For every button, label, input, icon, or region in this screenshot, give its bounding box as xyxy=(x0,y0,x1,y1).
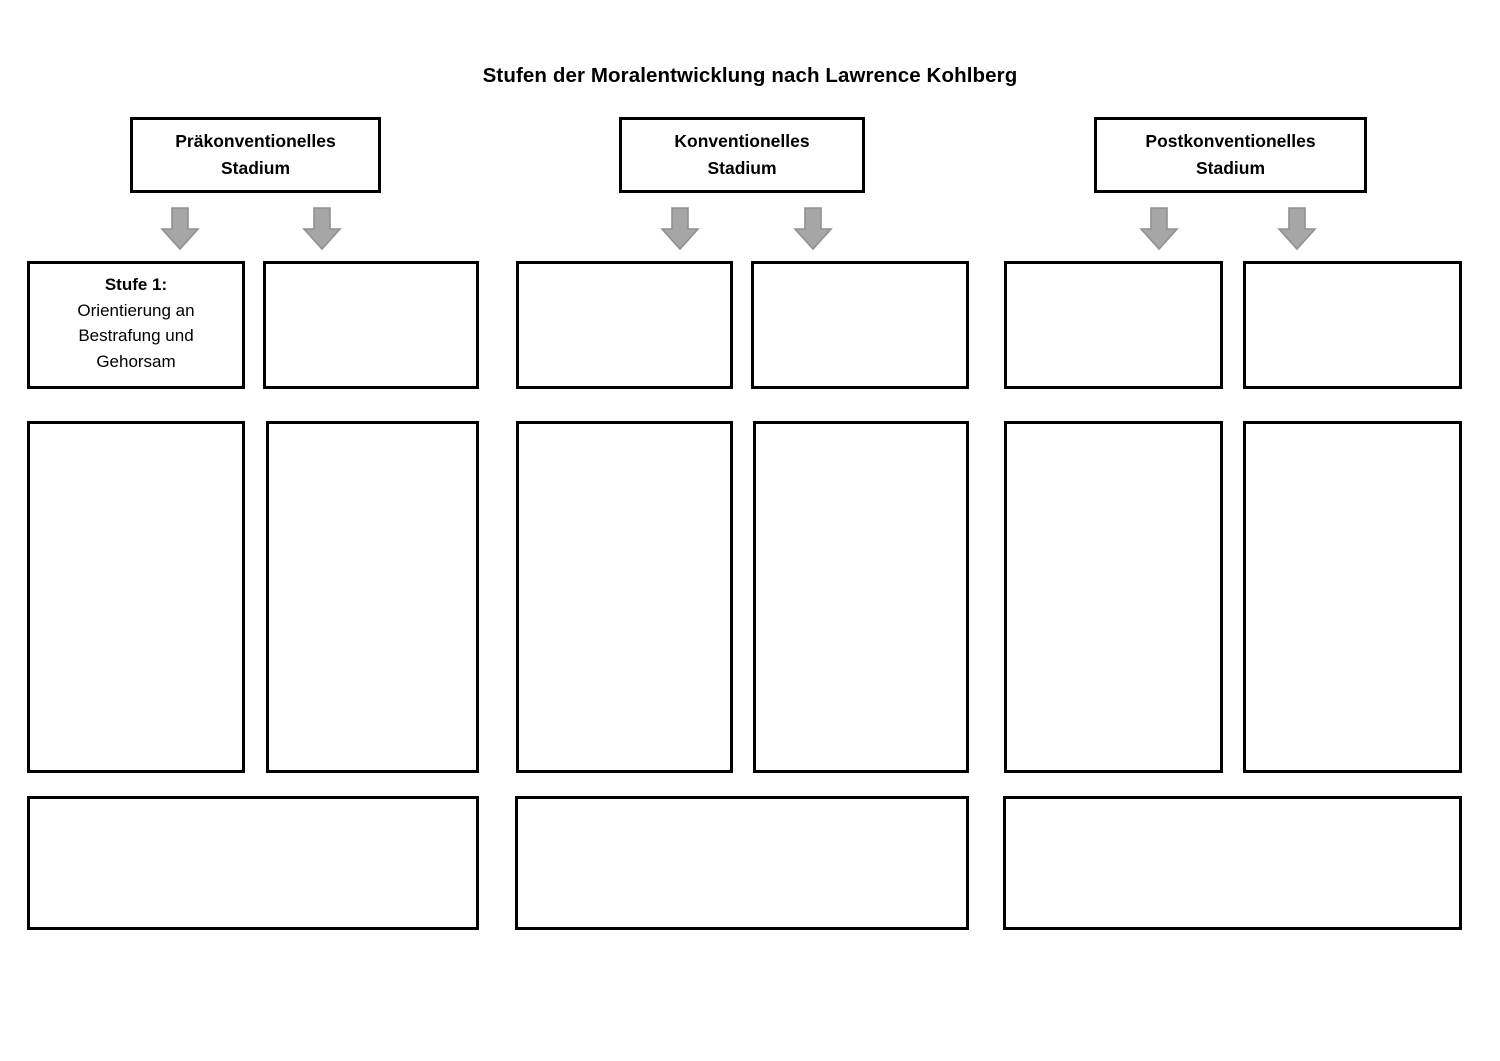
down-arrow-icon xyxy=(793,207,833,251)
down-arrow-icon xyxy=(160,207,200,251)
answer-box-row2-col4[interactable] xyxy=(753,421,969,773)
stage-header-line1: Postkonventionelles xyxy=(1145,130,1316,151)
stage-header-line1: Präkonventionelles xyxy=(175,130,336,151)
summary-box-postkonventionell[interactable] xyxy=(1003,796,1462,930)
stage-header-line1: Konventionelles xyxy=(674,130,810,151)
answer-box-title: Stufe 1: xyxy=(104,275,168,294)
down-arrow-icon xyxy=(1277,207,1317,251)
answer-box-row2-col1[interactable] xyxy=(27,421,245,773)
answer-box-row1-col6[interactable] xyxy=(1243,261,1462,389)
stage-header-line2: Stadium xyxy=(707,158,777,178)
answer-box-row1-col3[interactable] xyxy=(516,261,733,389)
stage-header-konventionell[interactable]: Konventionelles Stadium xyxy=(619,117,865,193)
summary-box-konventionell[interactable] xyxy=(515,796,969,930)
summary-box-praekonventionell[interactable] xyxy=(27,796,479,930)
answer-box-row2-col3[interactable] xyxy=(516,421,733,773)
answer-box-row2-col6[interactable] xyxy=(1243,421,1462,773)
answer-box-body: Orientierung an Bestrafung und Gehorsam xyxy=(77,300,195,371)
down-arrow-icon xyxy=(1139,207,1179,251)
stage-header-postkonventionell[interactable]: Postkonventionelles Stadium xyxy=(1094,117,1367,193)
answer-box-row2-col5[interactable] xyxy=(1004,421,1223,773)
stage-header-praekonventionell[interactable]: Präkonventionelles Stadium xyxy=(130,117,381,193)
down-arrow-icon xyxy=(302,207,342,251)
answer-box-row1-col1[interactable]: Stufe 1: Orientierung an Bestrafung und … xyxy=(27,261,245,389)
stage-header-line2: Stadium xyxy=(220,158,291,178)
answer-box-row1-col2[interactable] xyxy=(263,261,479,389)
answer-box-row1-col5[interactable] xyxy=(1004,261,1223,389)
down-arrow-icon xyxy=(660,207,700,251)
answer-box-row2-col2[interactable] xyxy=(266,421,479,773)
answer-box-row1-col4[interactable] xyxy=(751,261,969,389)
stage-header-line2: Stadium xyxy=(1195,158,1266,178)
page-title: Stufen der Moralentwicklung nach Lawrenc… xyxy=(482,64,1018,87)
